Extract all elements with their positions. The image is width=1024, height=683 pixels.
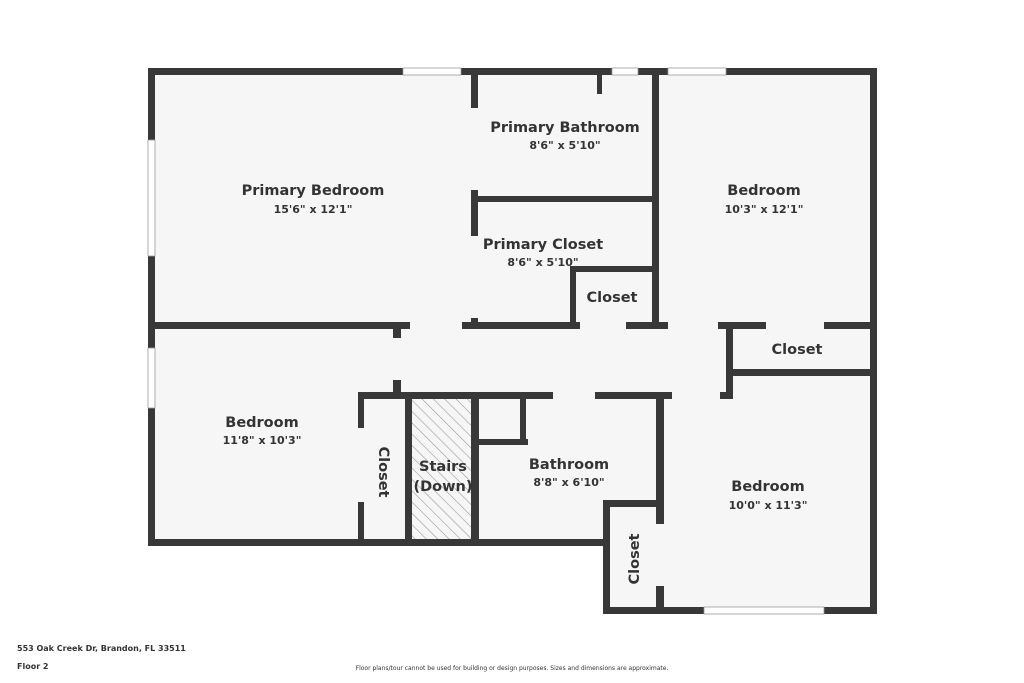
bedroom-se-dims: 10'0" x 11'3": [729, 499, 808, 512]
window: [147, 347, 156, 409]
bathroom-dims: 8'8" x 6'10": [533, 476, 604, 489]
footer-floor: Floor 2: [17, 662, 49, 671]
doorways: [358, 108, 824, 586]
window: [402, 67, 462, 76]
room-labels: Primary Bedroom 15'6" x 12'1" Primary Ba…: [223, 120, 823, 584]
openings: [147, 67, 825, 615]
stairs-hatch: [411, 396, 475, 541]
primary-closet-name: Primary Closet: [483, 237, 603, 253]
primary-bedroom-dims: 15'6" x 12'1": [274, 203, 353, 216]
stairs-name: Stairs: [419, 459, 467, 475]
footer-disclaimer: Floor plans/tour cannot be used for buil…: [355, 665, 669, 672]
bedroom-w-name: Bedroom: [225, 415, 298, 431]
bedroom-w-dims: 11'8" x 10'3": [223, 434, 302, 447]
floor-area: [148, 69, 876, 613]
bedroom-ne-dims: 10'3" x 12'1": [725, 203, 804, 216]
window: [703, 606, 825, 615]
bedroom-se-name: Bedroom: [731, 479, 804, 495]
primary-bathroom-dims: 8'6" x 5'10": [529, 139, 600, 152]
closet-vertical-se-name: Closet: [627, 533, 643, 584]
footer-address: 553 Oak Creek Dr, Brandon, FL 33511: [17, 644, 186, 653]
closet-vertical-w-name: Closet: [375, 447, 391, 498]
primary-bedroom-name: Primary Bedroom: [242, 183, 385, 199]
window: [147, 139, 156, 257]
closet-small-name: Closet: [587, 290, 638, 306]
bathroom-name: Bathroom: [529, 457, 609, 473]
stairs-sub: (Down): [414, 479, 473, 495]
bedroom-ne-name: Bedroom: [727, 183, 800, 199]
primary-closet-dims: 8'6" x 5'10": [507, 256, 578, 269]
window: [611, 67, 639, 76]
window: [667, 67, 727, 76]
primary-bathroom-name: Primary Bathroom: [490, 120, 640, 136]
closet-east-name: Closet: [772, 342, 823, 358]
